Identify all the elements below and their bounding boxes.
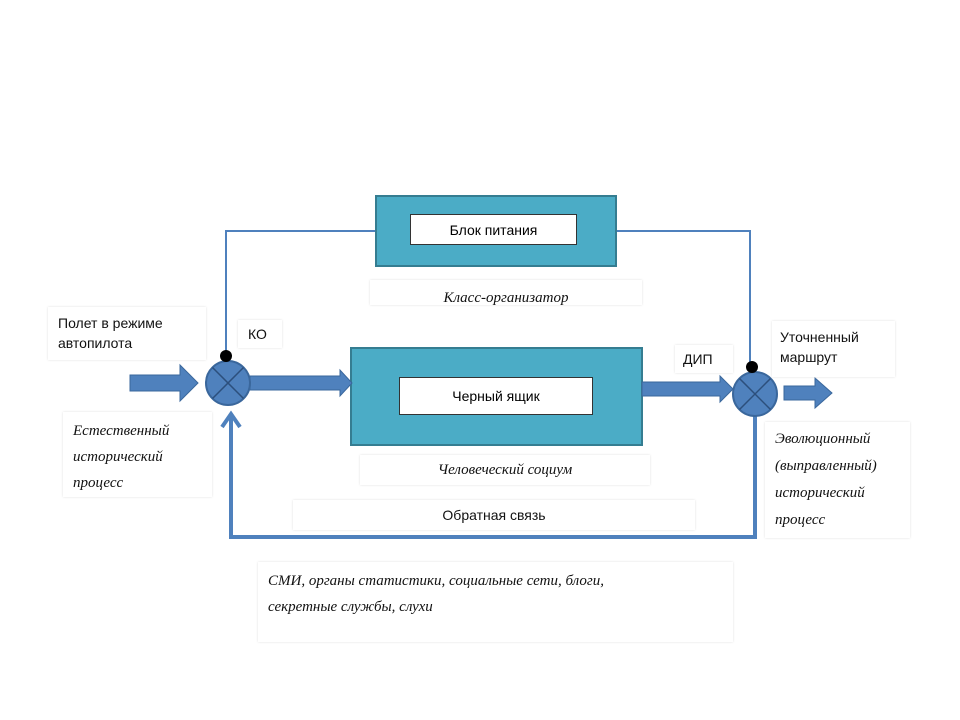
refined-route-label: Уточненный маршрут bbox=[772, 321, 895, 377]
evolutionary-process-label: Эволюционный (выправленный) исторический… bbox=[765, 422, 910, 538]
right-junction-dot bbox=[746, 361, 758, 373]
feedback-line bbox=[229, 414, 757, 539]
power-block-label: Блок питания bbox=[410, 214, 577, 245]
power-supply-line-right bbox=[616, 230, 751, 367]
human-society-label: Человеческий социум bbox=[360, 455, 650, 485]
input-arrow bbox=[129, 363, 199, 403]
right-comparator bbox=[732, 371, 778, 417]
power-supply-line bbox=[225, 230, 376, 356]
feedback-arrowhead bbox=[220, 410, 242, 429]
information-sources-text: СМИ, органы статистики, социальные сети,… bbox=[268, 573, 604, 615]
black-box-label: Черный ящик bbox=[399, 377, 593, 415]
information-sources-label: СМИ, органы статистики, социальные сети,… bbox=[258, 562, 733, 642]
ko-label: КО bbox=[238, 320, 282, 348]
natural-process-label: Естественный исторический процесс bbox=[63, 412, 212, 497]
dip-label: ДИП bbox=[675, 345, 733, 373]
arrow-to-black-box bbox=[249, 368, 353, 398]
feedback-label: Обратная связь bbox=[293, 500, 695, 530]
left-junction-dot bbox=[220, 350, 232, 362]
autopilot-label: Полет в режиме автопилота bbox=[48, 307, 206, 360]
left-comparator bbox=[205, 360, 251, 406]
organizer-class-label: Класс-организатор bbox=[370, 280, 642, 305]
arrow-from-black-box bbox=[641, 374, 734, 404]
output-arrow bbox=[783, 376, 833, 410]
